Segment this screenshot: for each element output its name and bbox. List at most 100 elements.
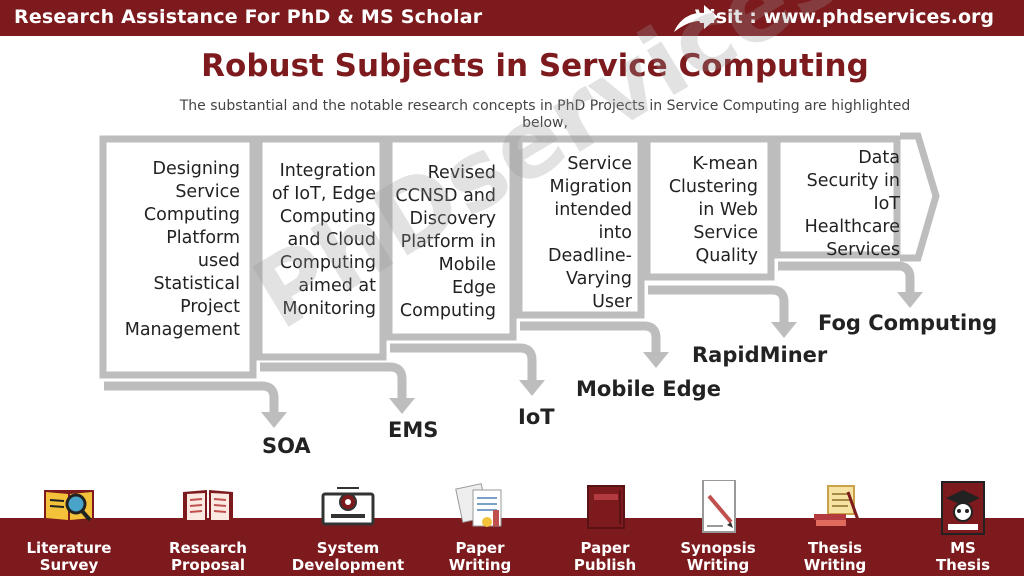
graduate-icon	[941, 481, 985, 535]
service-label: Writing	[686, 556, 750, 574]
computer-gear-icon	[321, 487, 375, 526]
card-line: Clustering	[668, 177, 758, 197]
connector-line	[778, 261, 915, 292]
card-frame	[385, 135, 517, 341]
scroll-books-icon	[814, 485, 860, 526]
card-line: Project	[180, 297, 240, 317]
connector-line	[648, 285, 789, 322]
card-line: Data	[858, 148, 900, 168]
service-label: Thesis	[935, 556, 991, 574]
service-label: Thesis	[807, 539, 863, 557]
card-line: aimed at	[298, 276, 376, 296]
card-line: Quality	[695, 246, 758, 266]
card-line: intended	[554, 200, 632, 220]
card-frame	[255, 135, 387, 361]
result-label-2: EMS	[388, 418, 439, 442]
service-label: Writing	[448, 556, 512, 574]
open-book-icon	[183, 490, 233, 524]
card-line: Computing	[279, 253, 376, 273]
connector-arrowhead	[519, 380, 545, 396]
card-line: Service	[567, 154, 632, 174]
card-frame	[643, 135, 775, 281]
connector-line	[520, 321, 661, 352]
card-line: used	[197, 251, 240, 271]
paper-pen-icon	[702, 480, 736, 533]
card-line: IoT	[873, 194, 900, 214]
page-title: Robust Subjects in Service Computing	[201, 48, 869, 84]
service-label: Paper	[455, 539, 505, 557]
card-line: Computing	[399, 301, 496, 321]
card-line: Platform in	[400, 232, 496, 252]
connector-line	[390, 343, 537, 380]
card-line: Platform	[166, 228, 240, 248]
card-line: Varying	[566, 269, 632, 289]
arrow-icon	[674, 5, 718, 32]
card-line: User	[592, 292, 632, 312]
card-line: Computing	[279, 207, 376, 227]
card-line: Healthcare	[804, 217, 900, 237]
card-line: in Web	[698, 200, 758, 220]
service-label: Writing	[803, 556, 867, 574]
journal-icon	[587, 485, 625, 529]
result-label-3: IoT	[518, 405, 555, 429]
connector-line	[104, 381, 279, 412]
service-label: Survey	[39, 556, 99, 574]
connector-arrowhead	[261, 412, 287, 428]
connector-arrowhead	[643, 352, 669, 368]
papers-icon	[455, 483, 502, 527]
service-label: Literature	[26, 539, 112, 557]
card-line: Statistical	[153, 274, 240, 294]
service-label: Research	[169, 539, 247, 557]
connector-line	[260, 362, 407, 398]
result-label-1: SOA	[262, 434, 311, 458]
result-label-5: RapidMiner	[692, 343, 828, 367]
card-line: into	[598, 223, 632, 243]
card-frame	[99, 135, 257, 379]
connector-arrowhead	[897, 292, 923, 308]
book-magnifier-icon	[44, 490, 94, 522]
header-bar: Research Assistance For PhD & MS Scholar…	[0, 0, 1024, 36]
card-line: Services	[826, 240, 900, 260]
card-line: and Cloud	[287, 230, 376, 250]
service-label: MS	[950, 539, 976, 557]
connector-arrowhead	[389, 398, 415, 414]
result-label-4: Mobile Edge	[576, 377, 721, 401]
visit-link[interactable]: Visit : www.phdservices.org	[694, 6, 994, 28]
card-line: of IoT, Edge	[271, 184, 376, 204]
brand-text: Research Assistance For PhD & MS Scholar	[14, 6, 483, 28]
card-line: Service	[175, 182, 240, 202]
service-label: Publish	[573, 556, 637, 574]
service-label: Paper	[580, 539, 630, 557]
card-line: Deadline-	[548, 246, 632, 266]
card-line: Service	[693, 223, 758, 243]
card-line: K-mean	[692, 154, 758, 174]
result-label-6: Fog Computing	[818, 311, 998, 335]
card-line: Migration	[549, 177, 632, 197]
services-bar	[0, 518, 1024, 576]
service-label: Development	[291, 556, 405, 574]
card-line: Security in	[806, 171, 900, 191]
card-line: Computing	[143, 205, 240, 225]
card-line: Management	[124, 320, 240, 340]
chevron-tip	[900, 132, 940, 262]
card-frame	[773, 135, 901, 259]
card-line: Edge	[451, 278, 496, 298]
card-frame	[515, 135, 645, 319]
service-label: Proposal	[171, 556, 245, 574]
card-line: Revised	[427, 163, 496, 183]
card-line: Discovery	[409, 209, 496, 229]
service-label: Synopsis	[680, 539, 756, 557]
page-subtitle: The substantial and the notable research…	[179, 98, 911, 131]
